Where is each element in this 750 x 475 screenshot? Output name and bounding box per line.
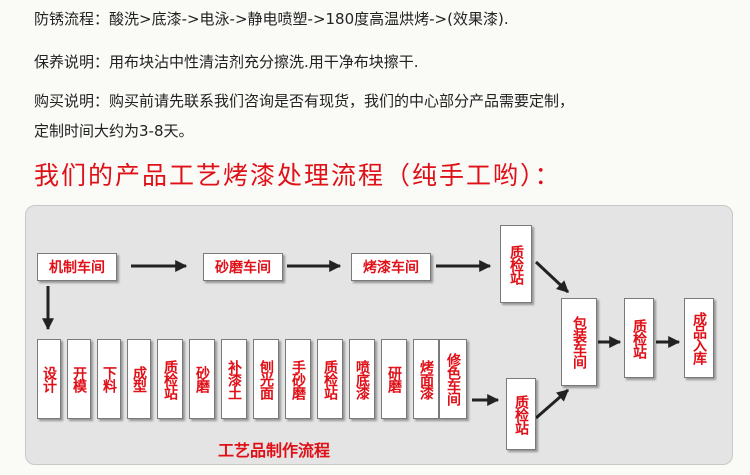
purchase-text: 购买说明：购买前请先联系我们咨询是否有现货，我们的中心部分产品需要定制， — [34, 92, 575, 110]
painting-workshop-box: 烤漆车间 — [351, 253, 431, 281]
machining-workshop-box: 机制车间 — [37, 253, 117, 281]
step-design: 设计 — [37, 339, 61, 419]
rust-process-text: 防锈流程：酸洗>底漆->电泳->静电喷塑->180度高温烘烤->(效果漆). — [34, 10, 509, 28]
packing-workshop-box: 包装车间 — [561, 298, 597, 386]
flow-diagram-panel — [25, 205, 733, 465]
step-color-repair: 修色车间 — [439, 339, 467, 419]
qc-station-bottom: 质检站 — [506, 378, 536, 450]
step-qc-1: 质检站 — [157, 339, 183, 419]
maintenance-text: 保养说明：用布块沾中性清洁剂充分擦洗.用干净布块擦干. — [34, 53, 419, 71]
step-forming: 成型 — [127, 339, 151, 419]
step-qc-2: 质检站 — [317, 339, 343, 419]
sanding-workshop-box: 砂磨车间 — [203, 253, 283, 281]
step-planing: 刨光面 — [253, 339, 279, 419]
step-cutting: 下料 — [97, 339, 121, 419]
step-grinding: 研磨 — [381, 339, 407, 419]
step-topcoat: 烤面漆 — [413, 339, 439, 419]
step-putty: 补漆土 — [221, 339, 247, 419]
step-hand-sanding: 手砂磨 — [285, 339, 311, 419]
step-sanding: 砂磨 — [189, 339, 215, 419]
qc-station-top: 质检站 — [500, 225, 532, 303]
qc-station-final: 质检站 — [624, 298, 654, 378]
step-mold: 开模 — [67, 339, 91, 419]
warehouse-box: 成品入库 — [684, 298, 714, 378]
arrow-6 — [535, 388, 569, 420]
process-heading: 我们的产品工艺烤漆处理流程（纯手工哟）： — [34, 161, 562, 190]
arrow-5 — [534, 260, 570, 294]
custom-time-text: 定制时间大约为3-8天。 — [34, 122, 194, 140]
step-primer: 喷底漆 — [349, 339, 375, 419]
diagram-caption: 工艺品制作流程 — [218, 441, 331, 460]
